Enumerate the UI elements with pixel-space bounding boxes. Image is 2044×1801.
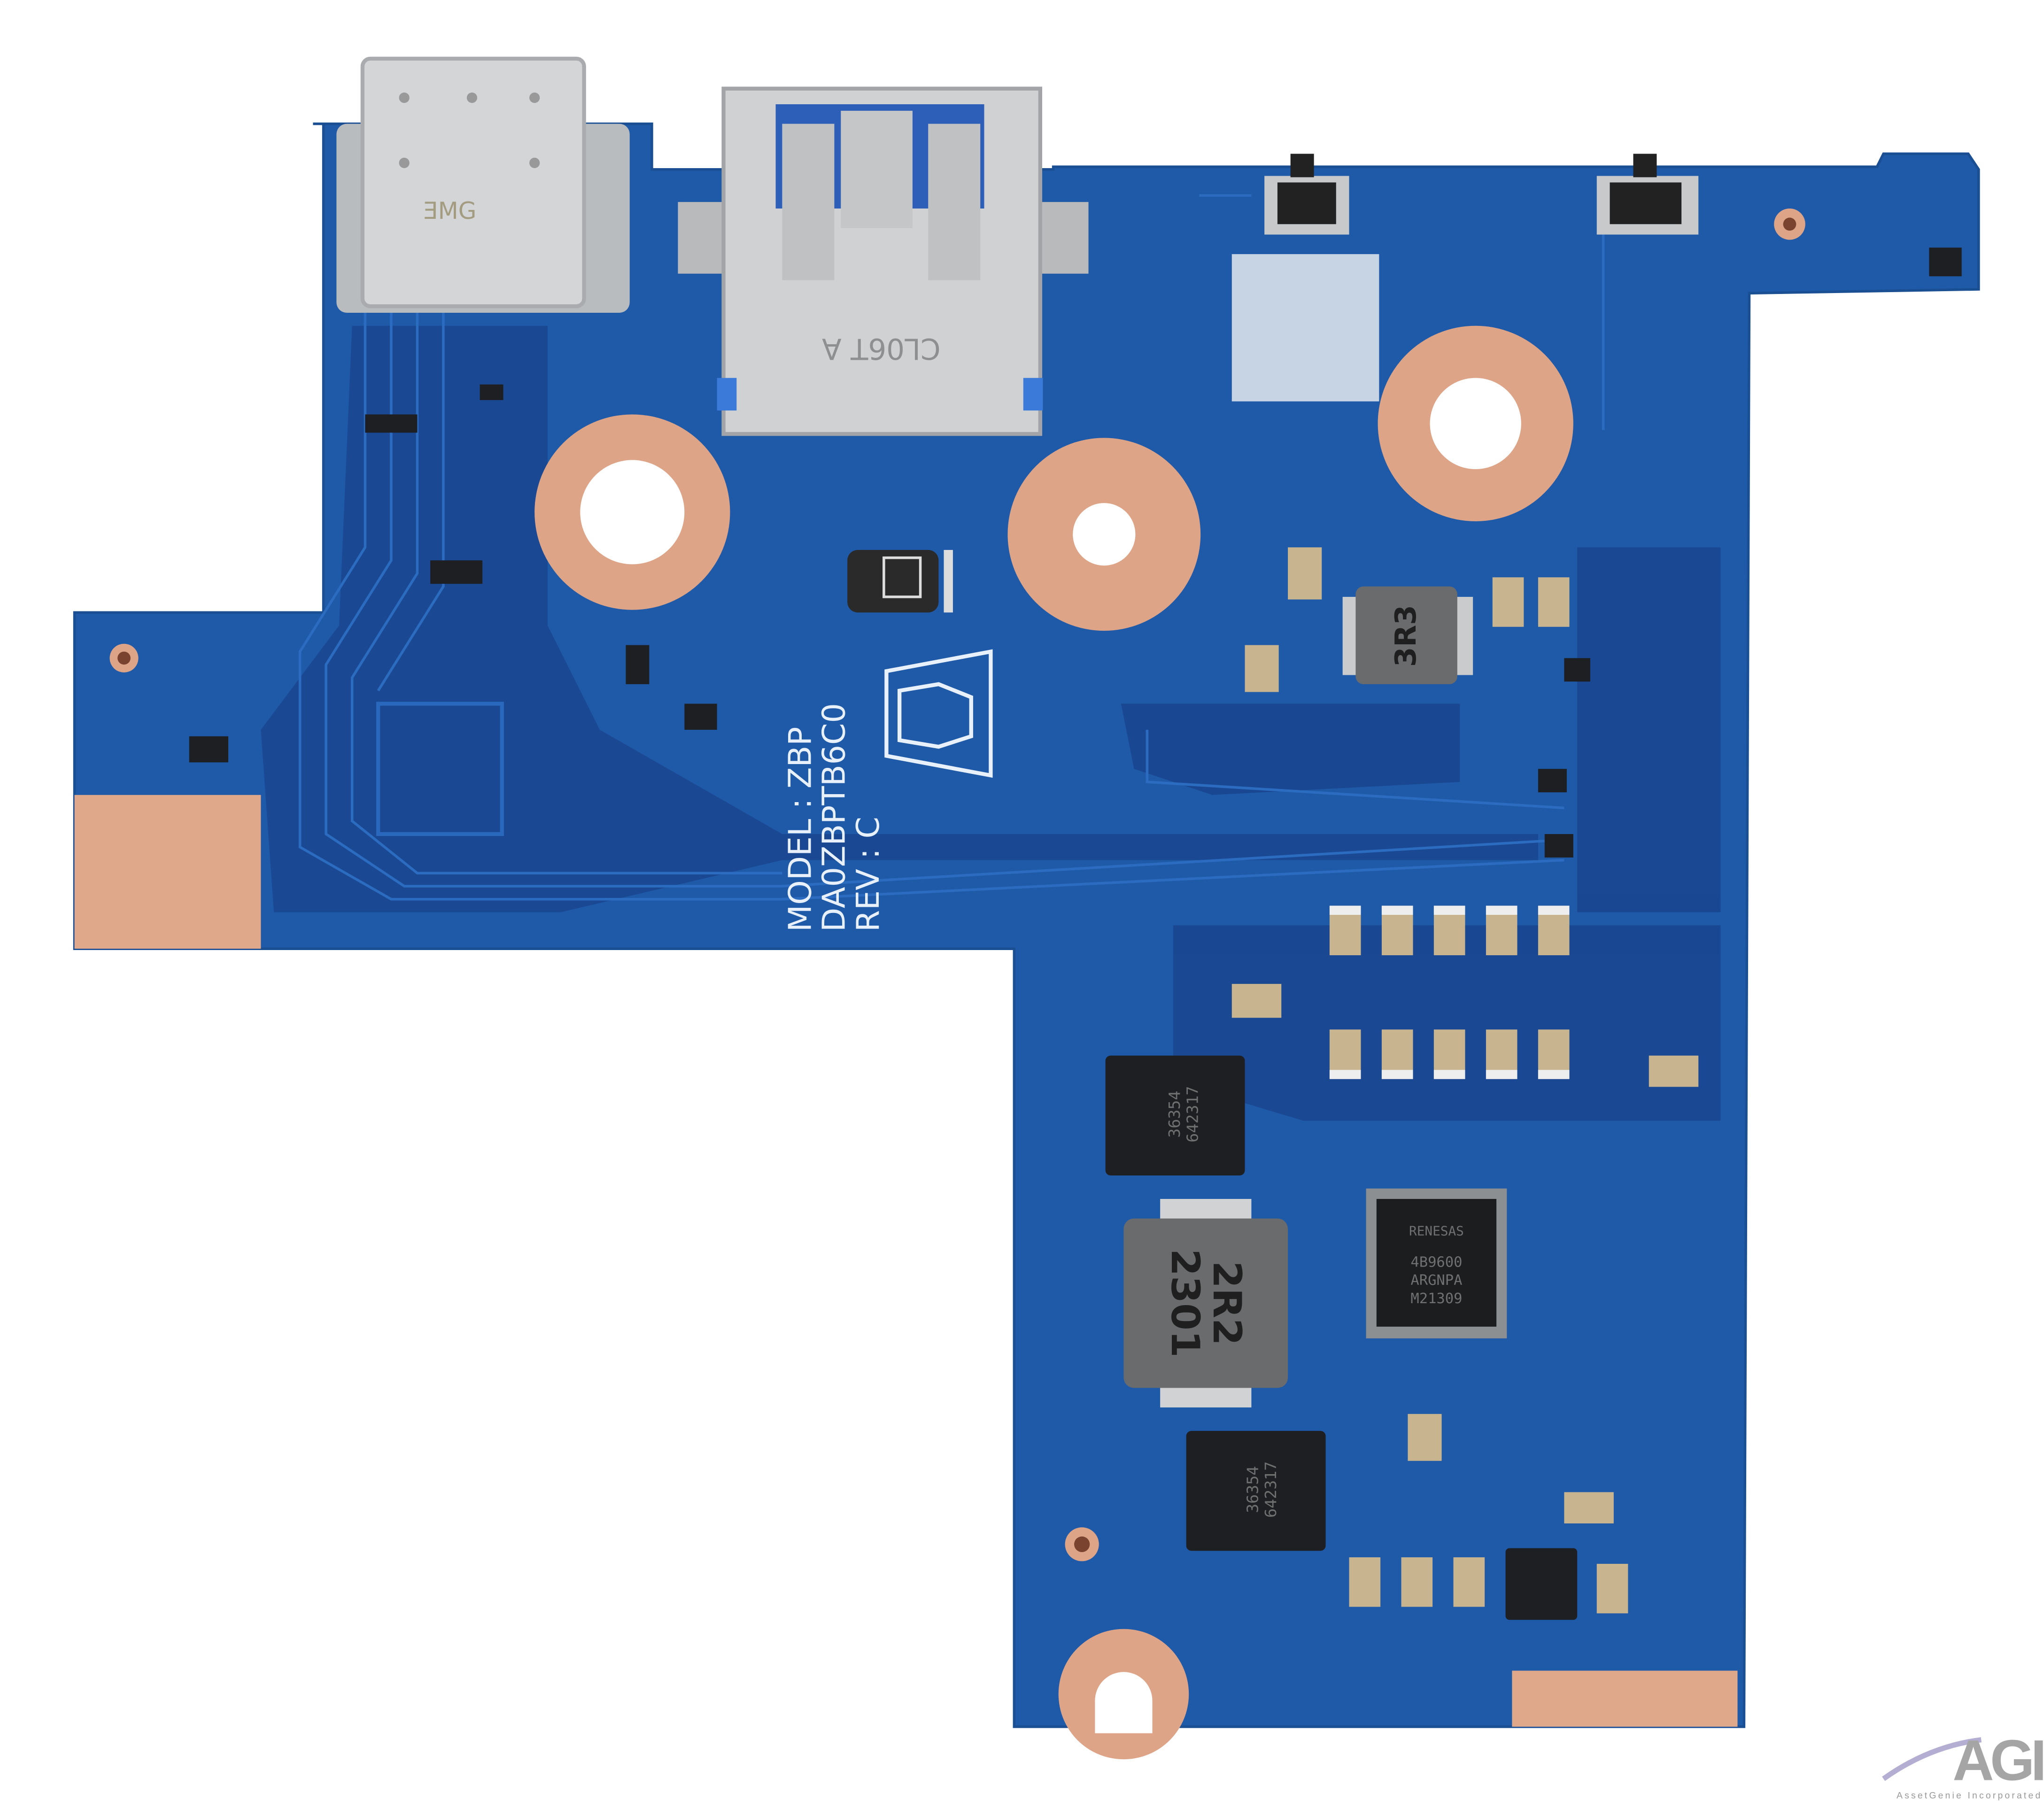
silk-part-number: DA0ZBPTB6C0 xyxy=(816,703,852,932)
mount-hole-2 xyxy=(1007,438,1201,631)
agi-watermark-logo: AGI AssetGenie Incorporated xyxy=(1882,1728,2044,1801)
svg-text:AssetGenie Incorporated: AssetGenie Incorporated xyxy=(1897,1790,2042,1801)
silk-outline-symbol xyxy=(884,649,993,778)
usb-c-port[interactable]: ƎMG xyxy=(336,56,630,313)
svg-text:M21309: M21309 xyxy=(1410,1291,1462,1307)
mosfet-2: 36354 642317 xyxy=(1186,1430,1326,1551)
usb-a-marking: CL06T A xyxy=(822,332,941,365)
svg-text:3R3: 3R3 xyxy=(1389,605,1423,667)
trace-regions xyxy=(261,325,1721,1121)
switch-1 xyxy=(1264,154,1349,235)
svg-text:2R2: 2R2 xyxy=(1204,1261,1250,1345)
svg-text:ARGNPA: ARGNPA xyxy=(1410,1272,1462,1289)
mount-notch xyxy=(1058,1629,1189,1760)
svg-text:36354: 36354 xyxy=(1165,1091,1184,1138)
svg-text:4B9600: 4B9600 xyxy=(1410,1254,1462,1270)
svg-text:642317: 642317 xyxy=(1262,1461,1280,1518)
inductor-3r3: 3R3 xyxy=(1342,586,1473,684)
svg-text:2301: 2301 xyxy=(1162,1249,1208,1358)
usb-c-marking: ƎMG xyxy=(423,197,476,224)
controller-chip: RENESAS 4B9600 ARGNPA M21309 xyxy=(1366,1188,1507,1338)
copper-pad-left xyxy=(74,795,261,949)
svg-text:AGI: AGI xyxy=(1952,1728,2043,1793)
usb-a-port[interactable]: CL06T A xyxy=(678,86,1089,436)
mount-hole-1 xyxy=(534,414,730,610)
switch-2 xyxy=(1596,154,1699,235)
silk-revision: REV : C xyxy=(850,817,886,932)
inductor-2r2: 2R2 2301 xyxy=(1123,1198,1288,1407)
small-components xyxy=(189,247,1962,1620)
capacitor-bank xyxy=(1231,547,1699,1614)
copper-pad-bottom-right xyxy=(1512,1670,1738,1727)
thermal-pad-label xyxy=(1231,254,1379,402)
capacitor-polarized xyxy=(847,550,953,613)
silk-model: MODEL : ZBP xyxy=(782,727,818,932)
mosfet-1: 36354 642317 xyxy=(1105,1055,1245,1176)
traces xyxy=(298,194,1605,901)
mount-hole-3 xyxy=(1378,325,1573,521)
svg-text:RENESAS: RENESAS xyxy=(1409,1223,1464,1239)
svg-text:642317: 642317 xyxy=(1184,1086,1202,1142)
svg-text:36354: 36354 xyxy=(1243,1466,1262,1513)
